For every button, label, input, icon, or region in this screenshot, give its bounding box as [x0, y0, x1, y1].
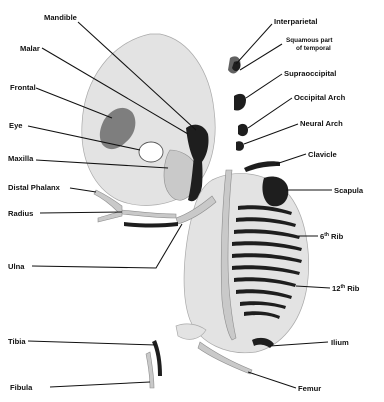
rib6-label-suffix: th: [324, 232, 329, 238]
clavicle-leader: [276, 154, 306, 164]
squamous-label-line1: Squamous part: [286, 37, 333, 44]
distal-phalanx-leader: [70, 188, 96, 192]
squamous-leader: [240, 44, 282, 70]
eye-ring: [139, 142, 163, 162]
tibia-leader: [28, 341, 156, 345]
fibula-leader: [50, 382, 150, 387]
interparietal-label: Interparietal: [274, 17, 317, 26]
scapula-label: Scapula: [334, 186, 364, 195]
radius-bone: [122, 210, 176, 218]
occipital-arch-label: Occipital Arch: [294, 93, 346, 102]
occipital-arch: [238, 124, 248, 136]
clavicle-label: Clavicle: [308, 150, 337, 159]
maxilla-label: Maxilla: [8, 154, 34, 163]
ulna-bone: [124, 222, 178, 228]
frontal-label: Frontal: [10, 83, 36, 92]
supraoccipital-leader: [246, 74, 282, 98]
occipital-arch-leader: [248, 98, 292, 128]
eye-label: Eye: [9, 121, 23, 130]
tibia-label: Tibia: [8, 337, 26, 346]
fibula-label: Fibula: [10, 383, 33, 392]
radius-leader: [40, 212, 122, 213]
neural-arch: [236, 141, 244, 151]
torso-outline: [184, 173, 309, 352]
ilium-leader: [270, 342, 328, 346]
mandible-label: Mandible: [44, 13, 77, 22]
neural-arch-leader: [244, 124, 298, 144]
rib12-label-number: 12: [332, 284, 340, 293]
malar-label: Malar: [20, 44, 40, 53]
squamous-label-line2: of temporal: [296, 45, 331, 52]
radius-label: Radius: [8, 209, 33, 218]
distal-phalanx-label: Distal Phalanx: [8, 183, 61, 192]
femur-leader: [248, 372, 296, 388]
neural-arch-label: Neural Arch: [300, 119, 343, 128]
ilium-label: Ilium: [331, 338, 349, 347]
ulna-leader: [32, 224, 182, 268]
rib12-label-suffix: th: [340, 284, 345, 290]
specimen-illustration: [82, 34, 309, 388]
rib12-label-word: Rib: [347, 284, 360, 293]
clavicle-bone: [244, 161, 280, 172]
interparietal-leader: [236, 24, 272, 64]
supraoccipital-label: Supraoccipital: [284, 69, 336, 78]
ulna-label: Ulna: [8, 262, 25, 271]
rib6-label-word: Rib: [331, 232, 344, 241]
supraoccipital-bone: [234, 94, 246, 111]
femur-label: Femur: [298, 384, 321, 393]
